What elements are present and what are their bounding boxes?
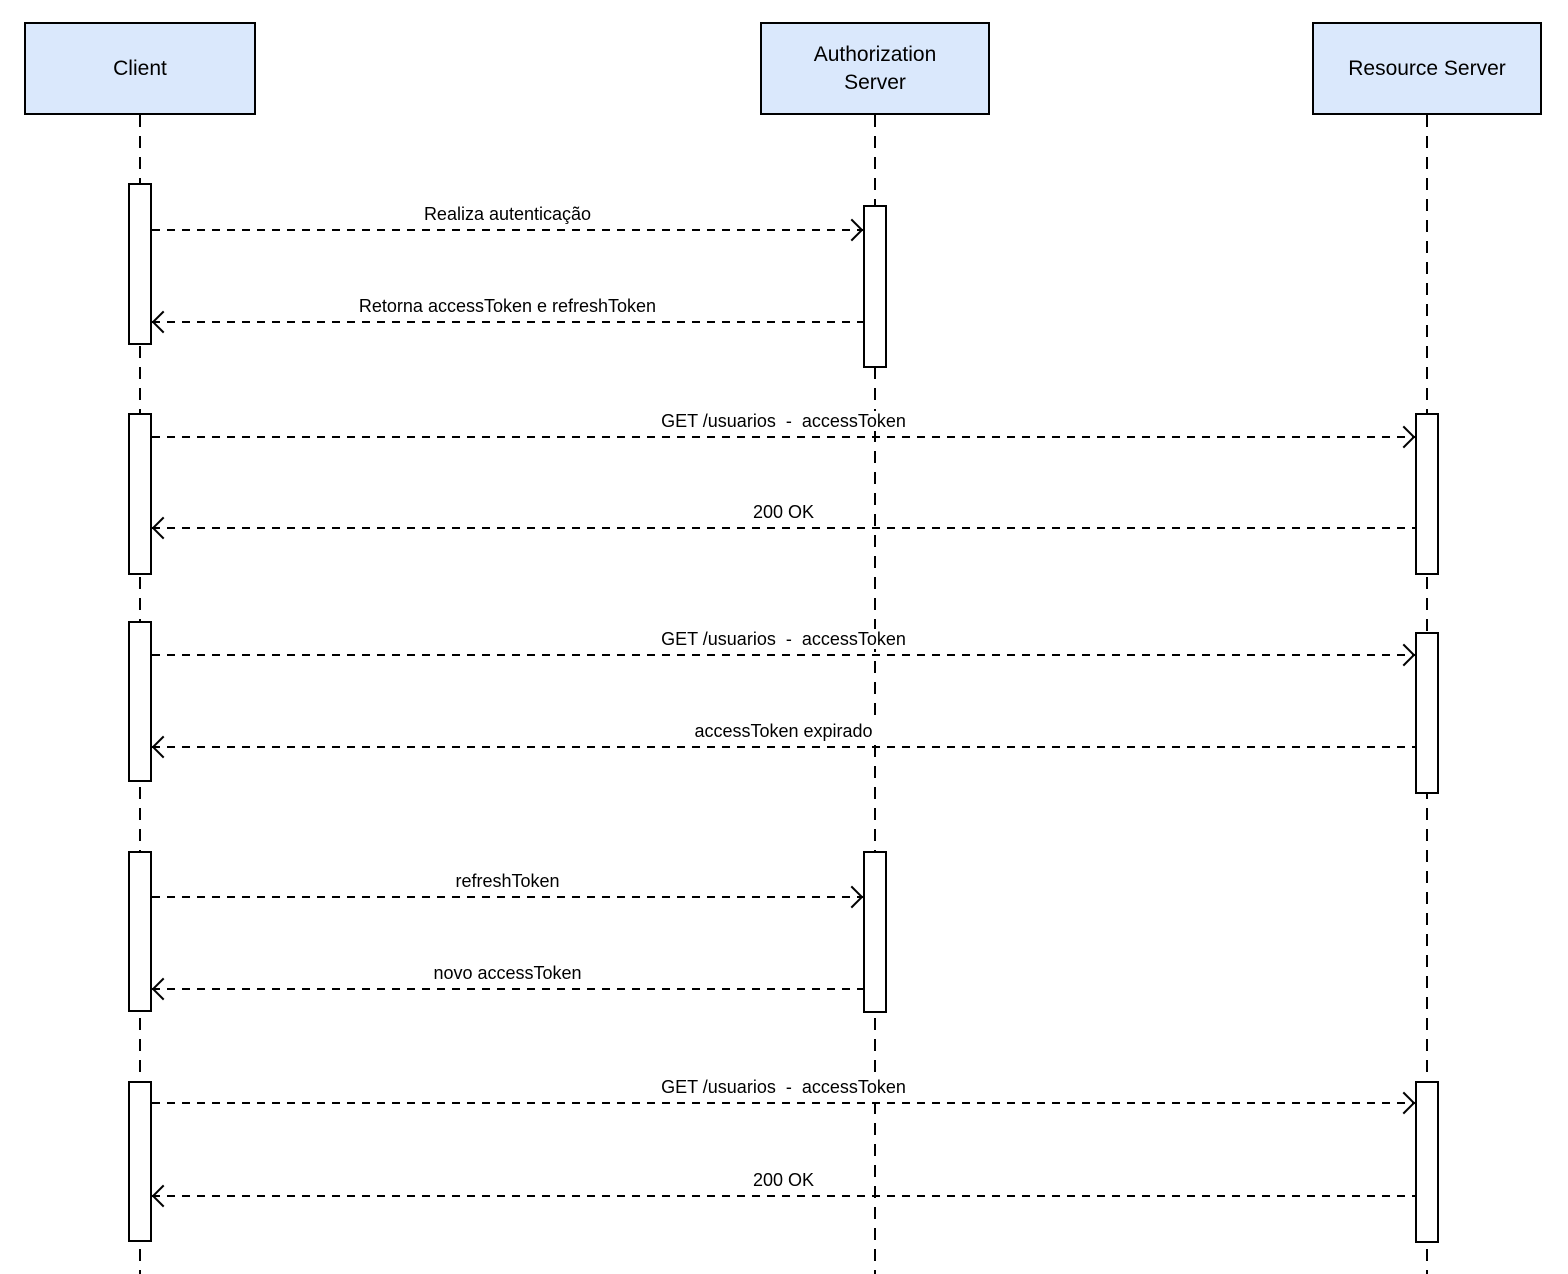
dashed-arrow-line	[152, 746, 1415, 748]
message-label: GET /usuarios - accessToken	[152, 411, 1415, 432]
message-200-ok-2: 200 OK	[151, 1163, 1415, 1208]
dashed-arrow-line	[152, 527, 1415, 529]
dashed-arrow-line	[152, 654, 1415, 656]
activation-authorization-server-2	[863, 851, 887, 1013]
dashed-arrow-line	[152, 988, 863, 990]
activation-authorization-server-1	[863, 205, 887, 368]
message-label: refreshToken	[152, 871, 863, 892]
message-label: 200 OK	[152, 1170, 1415, 1191]
dashed-arrow-line	[152, 896, 863, 898]
activation-client-2	[128, 413, 152, 575]
activation-resource-server-2	[1415, 632, 1439, 794]
dashed-arrow-line	[152, 1102, 1415, 1104]
message-label: GET /usuarios - accessToken	[152, 629, 1415, 650]
message-label: Realiza autenticação	[152, 204, 863, 225]
message-label: Retorna accessToken e refreshToken	[152, 296, 863, 317]
activation-resource-server-3	[1415, 1081, 1439, 1243]
message-realiza-autenticacao: Realiza autenticação	[152, 197, 864, 242]
participant-authorization-server-label: Authorization Server	[813, 43, 937, 94]
message-label: 200 OK	[152, 502, 1415, 523]
dashed-arrow-line	[152, 1195, 1415, 1197]
message-label: novo accessToken	[152, 963, 863, 984]
dashed-arrow-line	[152, 229, 863, 231]
message-get-usuarios-1: GET /usuarios - accessToken	[152, 404, 1416, 449]
participant-client: Client	[24, 22, 256, 115]
dashed-arrow-line	[152, 436, 1415, 438]
activation-client-4	[128, 851, 152, 1012]
participant-resource-server: Resource Server	[1312, 22, 1542, 115]
lifeline-authorization-server	[874, 115, 876, 1274]
message-novo-accesstoken: novo accessToken	[151, 956, 863, 1001]
activation-client-5	[128, 1081, 152, 1242]
message-label: GET /usuarios - accessToken	[152, 1077, 1415, 1098]
participant-client-label: Client	[113, 56, 167, 80]
message-get-usuarios-3: GET /usuarios - accessToken	[152, 1070, 1416, 1115]
participant-authorization-server: Authorization Server	[760, 22, 990, 115]
message-refreshtoken: refreshToken	[152, 864, 864, 909]
message-get-usuarios-2: GET /usuarios - accessToken	[152, 622, 1416, 667]
message-accesstoken-expirado: accessToken expirado	[151, 714, 1415, 759]
activation-client-1	[128, 183, 152, 345]
message-200-ok-1: 200 OK	[151, 495, 1415, 540]
participant-resource-server-label: Resource Server	[1348, 56, 1506, 80]
dashed-arrow-line	[152, 321, 863, 323]
message-label: accessToken expirado	[152, 721, 1415, 742]
activation-client-3	[128, 621, 152, 782]
activation-resource-server-1	[1415, 413, 1439, 575]
message-retorna-tokens: Retorna accessToken e refreshToken	[151, 289, 863, 334]
